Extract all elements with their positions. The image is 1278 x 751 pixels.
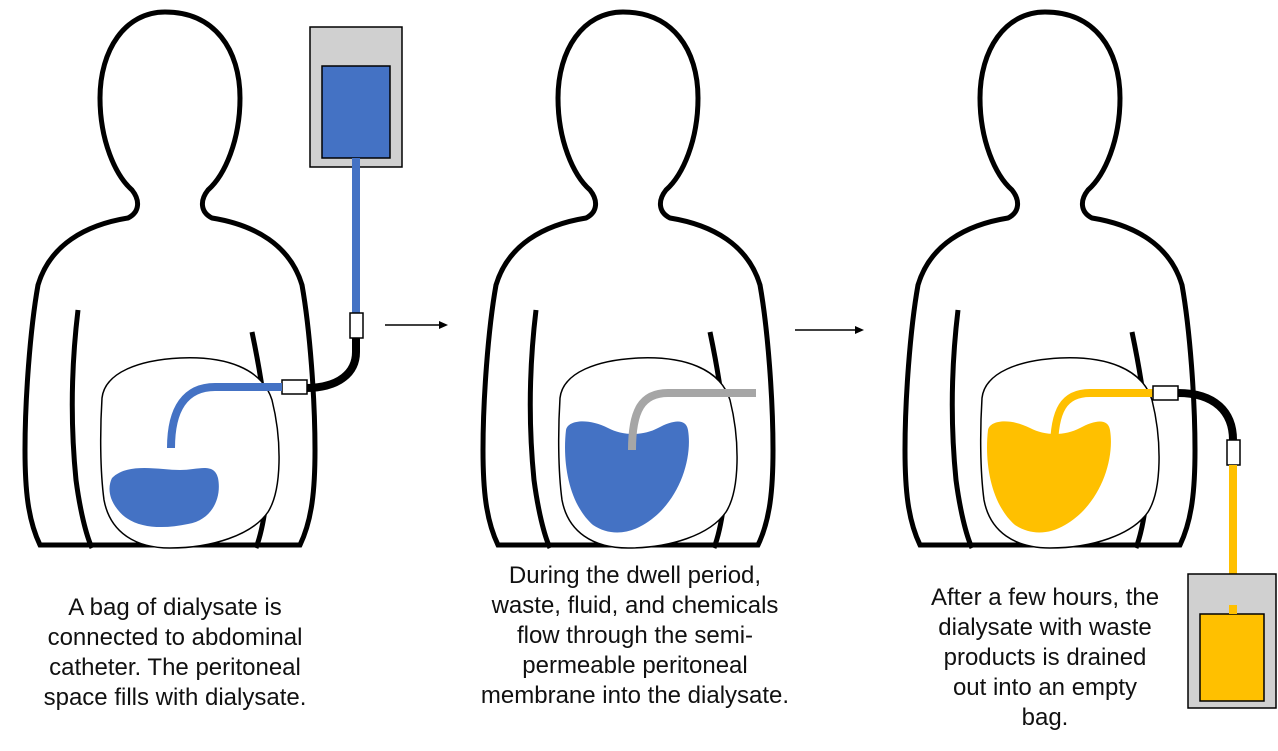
drain-step-caption: After a few hours, the dialysate with wa… (895, 583, 1195, 733)
left-arm-line (530, 310, 550, 548)
panel-dwell (483, 12, 773, 548)
tube-clamp (1227, 440, 1240, 465)
dialysate-bag (322, 66, 390, 158)
caption-line: membrane into the dialysate. (465, 681, 805, 711)
dwell-step-caption: During the dwell period, waste, fluid, a… (465, 561, 805, 711)
caption-line: flow through the semi- (465, 621, 805, 651)
step-arrow-2 (795, 326, 864, 334)
left-arm-line (952, 310, 972, 548)
fill-step-caption: A bag of dialysate is connected to abdom… (10, 593, 340, 713)
connector-tube (1178, 393, 1233, 440)
panel-drain (905, 12, 1240, 620)
caption-line: connected to abdominal (10, 623, 340, 653)
caption-line: During the dwell period, (465, 561, 805, 591)
caption-line: dialysate with waste (895, 613, 1195, 643)
caption-line: waste, fluid, and chemicals (465, 591, 805, 621)
catheter-clamp (1153, 386, 1178, 400)
left-arm-line (72, 310, 92, 548)
step-arrow-1 (385, 321, 448, 329)
caption-line: permeable peritoneal (465, 651, 805, 681)
caption-line: products is drained (895, 643, 1195, 673)
caption-line: space fills with dialysate. (10, 683, 340, 713)
tube-clamp (350, 313, 363, 338)
panel-fill (25, 12, 402, 548)
caption-line: catheter. The peritoneal (10, 653, 340, 683)
drain-bag (1200, 614, 1264, 701)
caption-line: A bag of dialysate is (10, 593, 340, 623)
catheter-clamp (282, 380, 307, 394)
caption-line: out into an empty (895, 673, 1195, 703)
caption-line: After a few hours, the (895, 583, 1195, 613)
caption-line: bag. (895, 703, 1195, 733)
